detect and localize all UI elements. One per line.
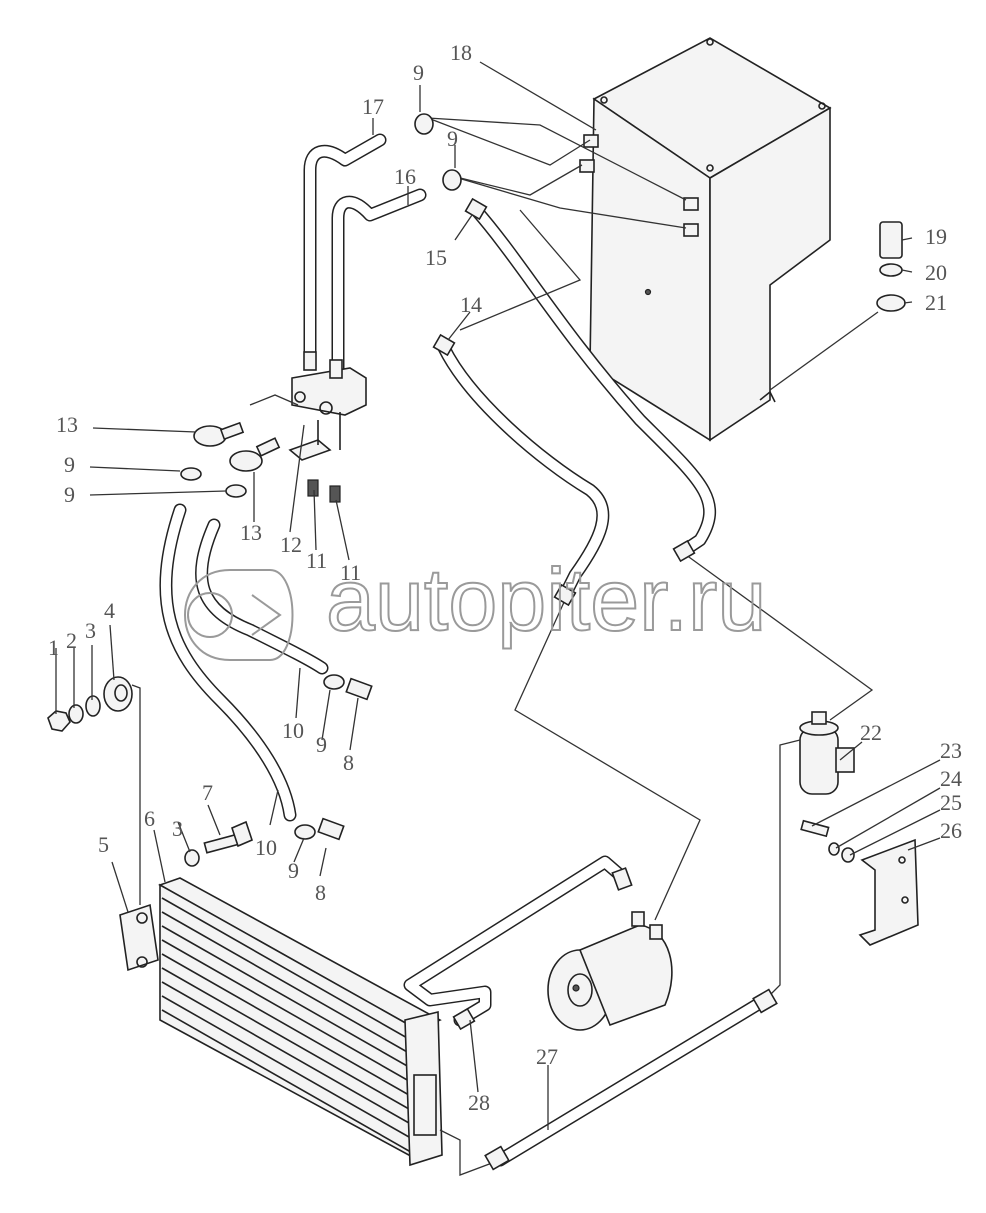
callout-5: 5 (98, 832, 109, 857)
watermark: autopiter.ru (184, 549, 767, 661)
condenser-fin (161, 939, 417, 1086)
parts-1-4 (47, 676, 141, 905)
callout-9b: 9 (447, 126, 458, 151)
callout-9a: 9 (413, 60, 424, 85)
condenser-fin (161, 925, 417, 1072)
callout-7: 7 (202, 780, 213, 805)
callout-3: 3 (85, 618, 96, 643)
callout-11a: 11 (306, 548, 327, 573)
callout-11b: 11 (340, 560, 361, 585)
upper-fittings (180, 394, 341, 503)
condenser-fin (161, 911, 417, 1058)
callout-16: 16 (394, 164, 416, 189)
liquid-line (484, 988, 778, 1171)
watermark-text: autopiter.ru (326, 550, 766, 649)
discharge-line (403, 855, 633, 1031)
callout-6: 6 (144, 806, 155, 831)
leader-lines (55, 61, 941, 1130)
evaporator-box (579, 37, 832, 442)
hoses-10 (159, 503, 373, 841)
callout-19: 19 (925, 224, 947, 249)
callout-13b: 13 (240, 520, 262, 545)
condenser (119, 877, 501, 1176)
condenser-fin (161, 995, 417, 1142)
callout-20: 20 (925, 260, 947, 285)
callout-27: 27 (536, 1044, 558, 1069)
callout-18: 18 (450, 40, 472, 65)
condenser-fin (161, 981, 417, 1128)
condenser-fin (161, 953, 417, 1100)
callout-9d: 9 (64, 482, 75, 507)
condenser-fin (161, 897, 417, 1044)
condenser-fin (161, 967, 417, 1114)
callout-17: 17 (362, 94, 384, 119)
callout-15: 15 (425, 245, 447, 270)
callout-23: 23 (940, 738, 962, 763)
bolt-7 (184, 820, 253, 867)
compressor (547, 911, 673, 1031)
callout-28: 28 (468, 1090, 490, 1115)
callout-9e: 9 (316, 732, 327, 757)
top-fittings (414, 113, 696, 607)
callout-3b: 3 (172, 816, 183, 841)
callout-12: 12 (280, 532, 302, 557)
callout-10a: 10 (282, 718, 304, 743)
callout-2: 2 (66, 628, 77, 653)
callout-22: 22 (860, 720, 882, 745)
expansion-valve-block (288, 133, 427, 461)
callout-1: 1 (48, 635, 59, 660)
condenser-fin (161, 1009, 417, 1156)
pipe-lines (427, 117, 874, 921)
callout-8b: 8 (315, 880, 326, 905)
parts-19-21 (769, 221, 906, 391)
callout-14: 14 (460, 292, 482, 317)
callout-9f: 9 (288, 858, 299, 883)
callout-25: 25 (940, 790, 962, 815)
callout-21: 21 (925, 290, 947, 315)
callout-26: 26 (940, 818, 962, 843)
callout-8: 8 (343, 750, 354, 775)
receiver-drier (769, 711, 919, 996)
callout-4: 4 (104, 598, 115, 623)
callout-13a: 13 (56, 412, 78, 437)
callout-10b: 10 (255, 835, 277, 860)
callout-9c: 9 (64, 452, 75, 477)
callout-labels: 1 2 3 3 4 5 6 7 8 8 9 9 9 9 9 9 10 10 11… (48, 40, 962, 1115)
callout-24: 24 (940, 766, 962, 791)
